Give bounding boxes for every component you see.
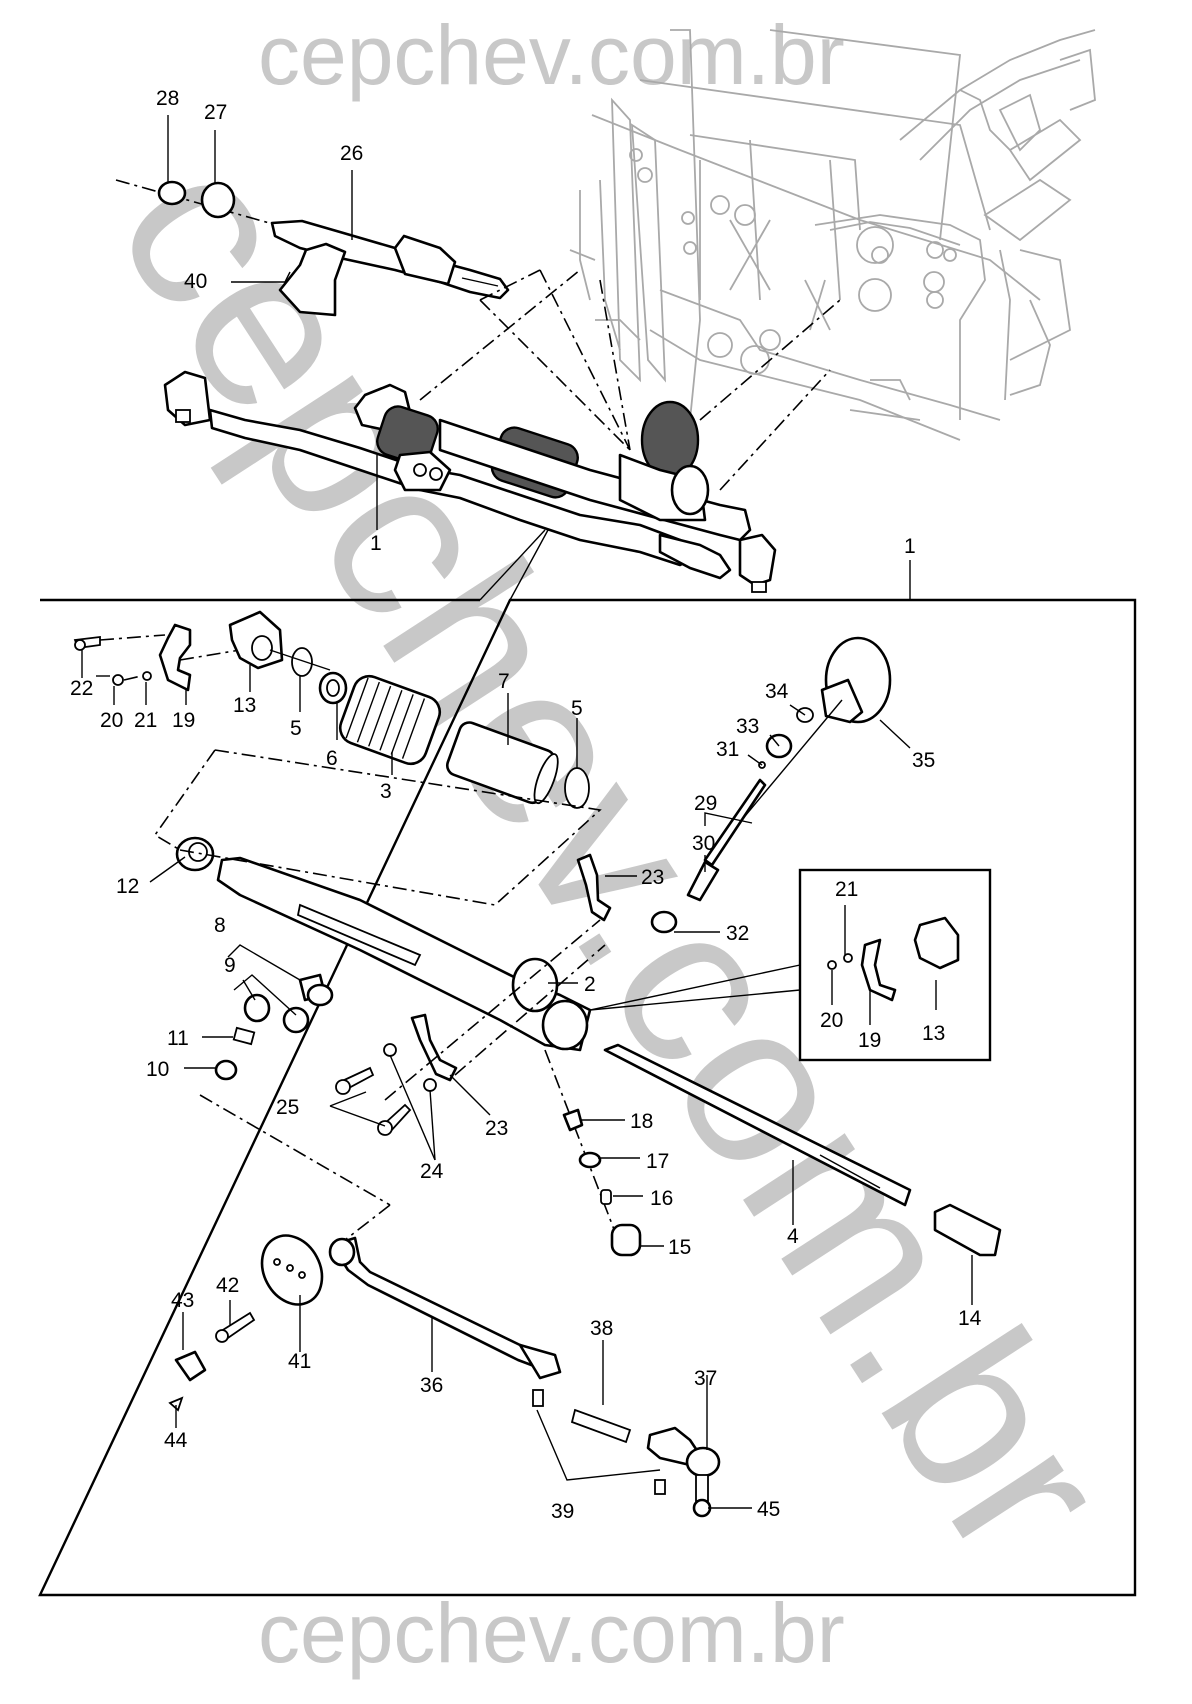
callout-33: 33 <box>736 715 759 738</box>
callout-39: 39 <box>551 1500 574 1523</box>
callout-23-upper: 23 <box>641 866 664 889</box>
callout-9: 9 <box>224 954 236 977</box>
callout-6: 6 <box>326 747 338 770</box>
callout-17: 17 <box>646 1150 669 1173</box>
assembled-steering-rack <box>163 370 911 600</box>
callout-inset-13: 13 <box>922 1022 945 1045</box>
callouts-top: 28 27 26 40 1 1 <box>156 87 916 558</box>
callout-24: 24 <box>420 1160 444 1183</box>
callout-7: 7 <box>498 670 510 693</box>
callout-16: 16 <box>650 1187 673 1210</box>
callout-1-left: 1 <box>370 532 382 555</box>
callout-36: 36 <box>420 1374 443 1397</box>
callout-30: 30 <box>692 832 715 855</box>
callout-5-left: 5 <box>290 717 302 740</box>
callout-29: 29 <box>694 792 717 815</box>
engine-compartment-ghost <box>569 29 1096 441</box>
callouts-inset: 21 20 19 13 <box>820 878 945 1052</box>
callout-42: 42 <box>216 1274 239 1297</box>
callout-8: 8 <box>214 914 226 937</box>
callout-19: 19 <box>172 709 195 732</box>
callout-15: 15 <box>668 1236 691 1259</box>
callout-40: 40 <box>184 270 207 293</box>
callout-13: 13 <box>233 694 256 717</box>
callout-3: 3 <box>380 780 392 803</box>
callout-22: 22 <box>70 677 93 700</box>
callout-10: 10 <box>146 1058 169 1081</box>
callout-26: 26 <box>340 142 363 165</box>
nut-28 <box>157 180 187 206</box>
callout-37: 37 <box>694 1367 717 1390</box>
callout-38: 38 <box>590 1317 613 1340</box>
callout-inset-21: 21 <box>835 878 858 901</box>
bracket-40 <box>278 242 347 317</box>
leader-lines <box>81 115 973 1509</box>
bushing-27 <box>200 181 236 219</box>
exploded-view-frame <box>38 598 1137 1597</box>
callout-45: 45 <box>757 1498 780 1521</box>
callout-21: 21 <box>134 709 157 732</box>
callout-14: 14 <box>958 1307 982 1330</box>
callout-1-right: 1 <box>904 535 916 558</box>
callout-28: 28 <box>156 87 179 110</box>
watermark-bottom: cepchev.com.br <box>258 1586 845 1680</box>
callout-12: 12 <box>116 875 139 898</box>
callout-44: 44 <box>164 1429 188 1452</box>
callout-18: 18 <box>630 1110 653 1133</box>
callout-20: 20 <box>100 709 123 732</box>
callout-34: 34 <box>765 680 789 703</box>
leader-dashes-top <box>419 269 841 601</box>
callout-2: 2 <box>584 973 596 996</box>
callout-23-lower: 23 <box>485 1117 508 1140</box>
callout-inset-20: 20 <box>820 1009 843 1032</box>
callout-35: 35 <box>912 749 935 772</box>
callout-43: 43 <box>171 1289 194 1312</box>
watermark-top: cepchev.com.br <box>258 8 845 102</box>
exploded-parts <box>73 610 1002 1518</box>
callouts-exploded: 22 20 21 19 13 5 6 3 7 5 34 35 33 31 29 … <box>70 670 982 1523</box>
callout-4: 4 <box>787 1225 799 1248</box>
callout-32: 32 <box>726 922 749 945</box>
callout-41: 41 <box>288 1350 311 1373</box>
callout-27: 27 <box>204 101 227 124</box>
upper-rack-subassembly <box>115 179 510 317</box>
callout-inset-19: 19 <box>858 1029 881 1052</box>
callout-11: 11 <box>167 1027 189 1050</box>
callout-25: 25 <box>276 1096 299 1119</box>
watermark-diagonal: cepchev.com.br <box>69 112 1159 1599</box>
callout-31: 31 <box>716 738 739 761</box>
callout-5-right: 5 <box>571 697 583 720</box>
